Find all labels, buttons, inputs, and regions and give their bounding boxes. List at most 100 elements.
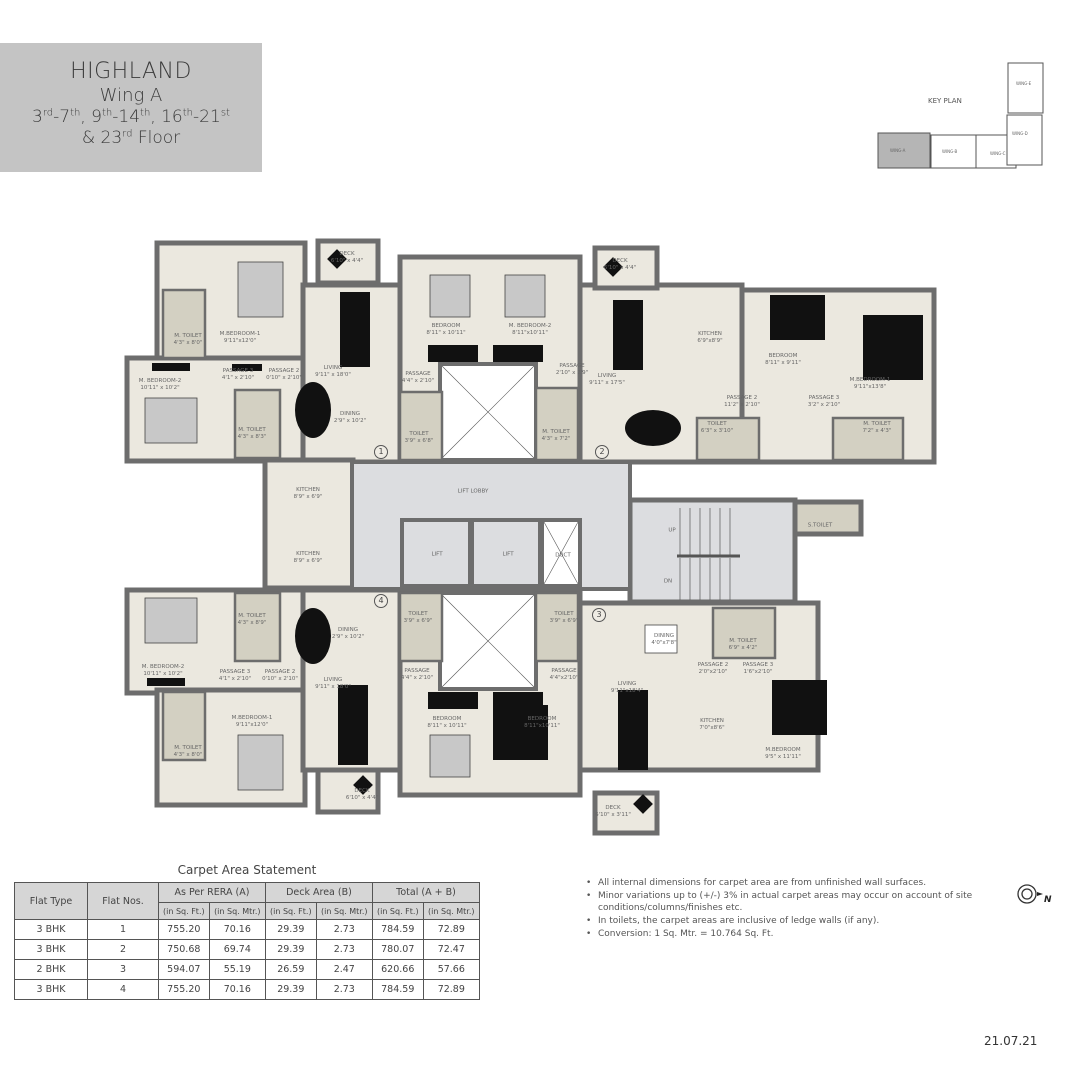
service-toilet	[792, 499, 864, 537]
table-caption: Carpet Area Statement	[177, 863, 317, 877]
room-name: PASSAGE 3	[742, 662, 774, 668]
room-name: TOILET	[707, 421, 727, 427]
room-size: 10'11" x 10'2"	[143, 671, 183, 677]
table-cell: 29.39	[264, 919, 317, 940]
room-size: 4'1" x 2'10"	[221, 375, 255, 381]
subheader-sqm: (in Sq. Mtr.)	[315, 902, 373, 920]
lift-2	[470, 518, 542, 588]
table-cell: 1	[87, 919, 159, 940]
svg-text:WING-B: WING-B	[942, 149, 958, 154]
floors-line-1: 3rd-7th, 9th-14th, 16th-21st	[32, 107, 230, 127]
svg-text:N: N	[1044, 895, 1052, 905]
room-name: M.BEDROOM-1	[231, 715, 273, 721]
room-name: LIFT	[502, 551, 514, 558]
table-cell: 69.74	[208, 939, 266, 960]
room-name: PASSAGE 2	[264, 669, 296, 675]
table-cell: 57.66	[422, 959, 481, 980]
notes-list: All internal dimensions for carpet area …	[586, 877, 996, 941]
subheader-sqft: (in Sq. Ft.)	[371, 902, 424, 920]
table-cell: 2 BHK	[14, 959, 88, 980]
svg-text:WING-C: WING-C	[990, 151, 1006, 156]
room-size: 2'0"x2'10"	[698, 669, 728, 675]
dining-table	[295, 382, 331, 438]
note: Conversion: 1 Sq. Mtr. = 10.764 Sq. Ft.	[586, 928, 996, 940]
carpet-area-table: Flat Type Flat Nos. As Per RERA (A) Deck…	[14, 882, 481, 1000]
room-name: KITCHEN	[296, 551, 320, 557]
room-size: 4'3" x 7'2"	[541, 436, 571, 442]
room-label: DN	[664, 579, 672, 586]
room-size: 8'11" x 10'11"	[426, 330, 466, 336]
room-name: M. TOILET	[174, 745, 202, 751]
note: All internal dimensions for carpet area …	[586, 877, 996, 889]
note: Minor variations up to (+/-) 3% in actua…	[586, 890, 996, 914]
kitchens-block	[262, 457, 356, 591]
room-size: 9'11" x 18'0"	[315, 372, 351, 378]
table-cell: 2.47	[315, 959, 373, 980]
room-size: 3'9" x 6'9"	[403, 618, 433, 624]
key-wing-e	[1007, 62, 1044, 114]
room-size: 6'10" x 4'4"	[345, 795, 379, 801]
room-size: 7'0"x8'6"	[699, 725, 725, 731]
room-size: 8'11"x10'11"	[524, 723, 560, 729]
room-name: PASSAGE 2	[697, 662, 729, 668]
lift-1	[400, 518, 472, 588]
room-name: LIFT	[431, 551, 443, 558]
room-size: 9'11" x 18'0"	[315, 684, 351, 690]
room-name: LIFT LOBBY	[457, 488, 489, 495]
table-cell: 29.39	[264, 979, 317, 1000]
room-name: BEDROOM	[527, 716, 557, 722]
flat-number-4: 4	[374, 594, 388, 608]
room-name: DECK	[339, 251, 355, 257]
table-cell: 755.20	[158, 979, 210, 1000]
room-size: 0'10" x 2'10"	[266, 375, 302, 381]
header-deck: Deck Area (B)	[264, 882, 373, 903]
stair-block	[627, 497, 798, 605]
room-size: 3'9" x 6'9"	[549, 618, 579, 624]
room-size: 4'4" x 2'10"	[401, 378, 435, 384]
table-cell: 29.39	[264, 939, 317, 960]
room-name: PASSAGE 3	[219, 669, 251, 675]
room-size: 2'10" x 2'9"	[555, 370, 589, 376]
room-name: UP	[668, 527, 676, 534]
room-name: DECK	[612, 258, 628, 264]
svg-text:WING-A: WING-A	[890, 148, 906, 153]
room-name: LIVING	[617, 681, 637, 687]
room-label: LIFT LOBBY	[458, 489, 489, 496]
room-name: DINING	[340, 411, 360, 417]
north-compass-icon: N	[1017, 884, 1052, 905]
room-size: 8'9" x 6'9"	[293, 494, 323, 500]
flat-number-1: 1	[374, 445, 388, 459]
table-cell: 2.73	[315, 919, 373, 940]
room-size: 2'9" x 10'2"	[333, 418, 367, 424]
room-size: 6'9" x 4'2"	[728, 645, 758, 651]
room-size: 8'11" x 9'11"	[765, 360, 801, 366]
room-size: 4'4" x 2'10"	[400, 675, 434, 681]
table-cell: 72.89	[422, 919, 481, 940]
room-label: UP	[668, 528, 675, 535]
room-label: LIFT	[431, 552, 442, 559]
room-name: M. TOILET	[863, 421, 891, 427]
room-size: 4'3" x 8'0"	[173, 340, 203, 346]
room-name: M. TOILET	[238, 427, 266, 433]
room-name: LIVING	[323, 677, 343, 683]
